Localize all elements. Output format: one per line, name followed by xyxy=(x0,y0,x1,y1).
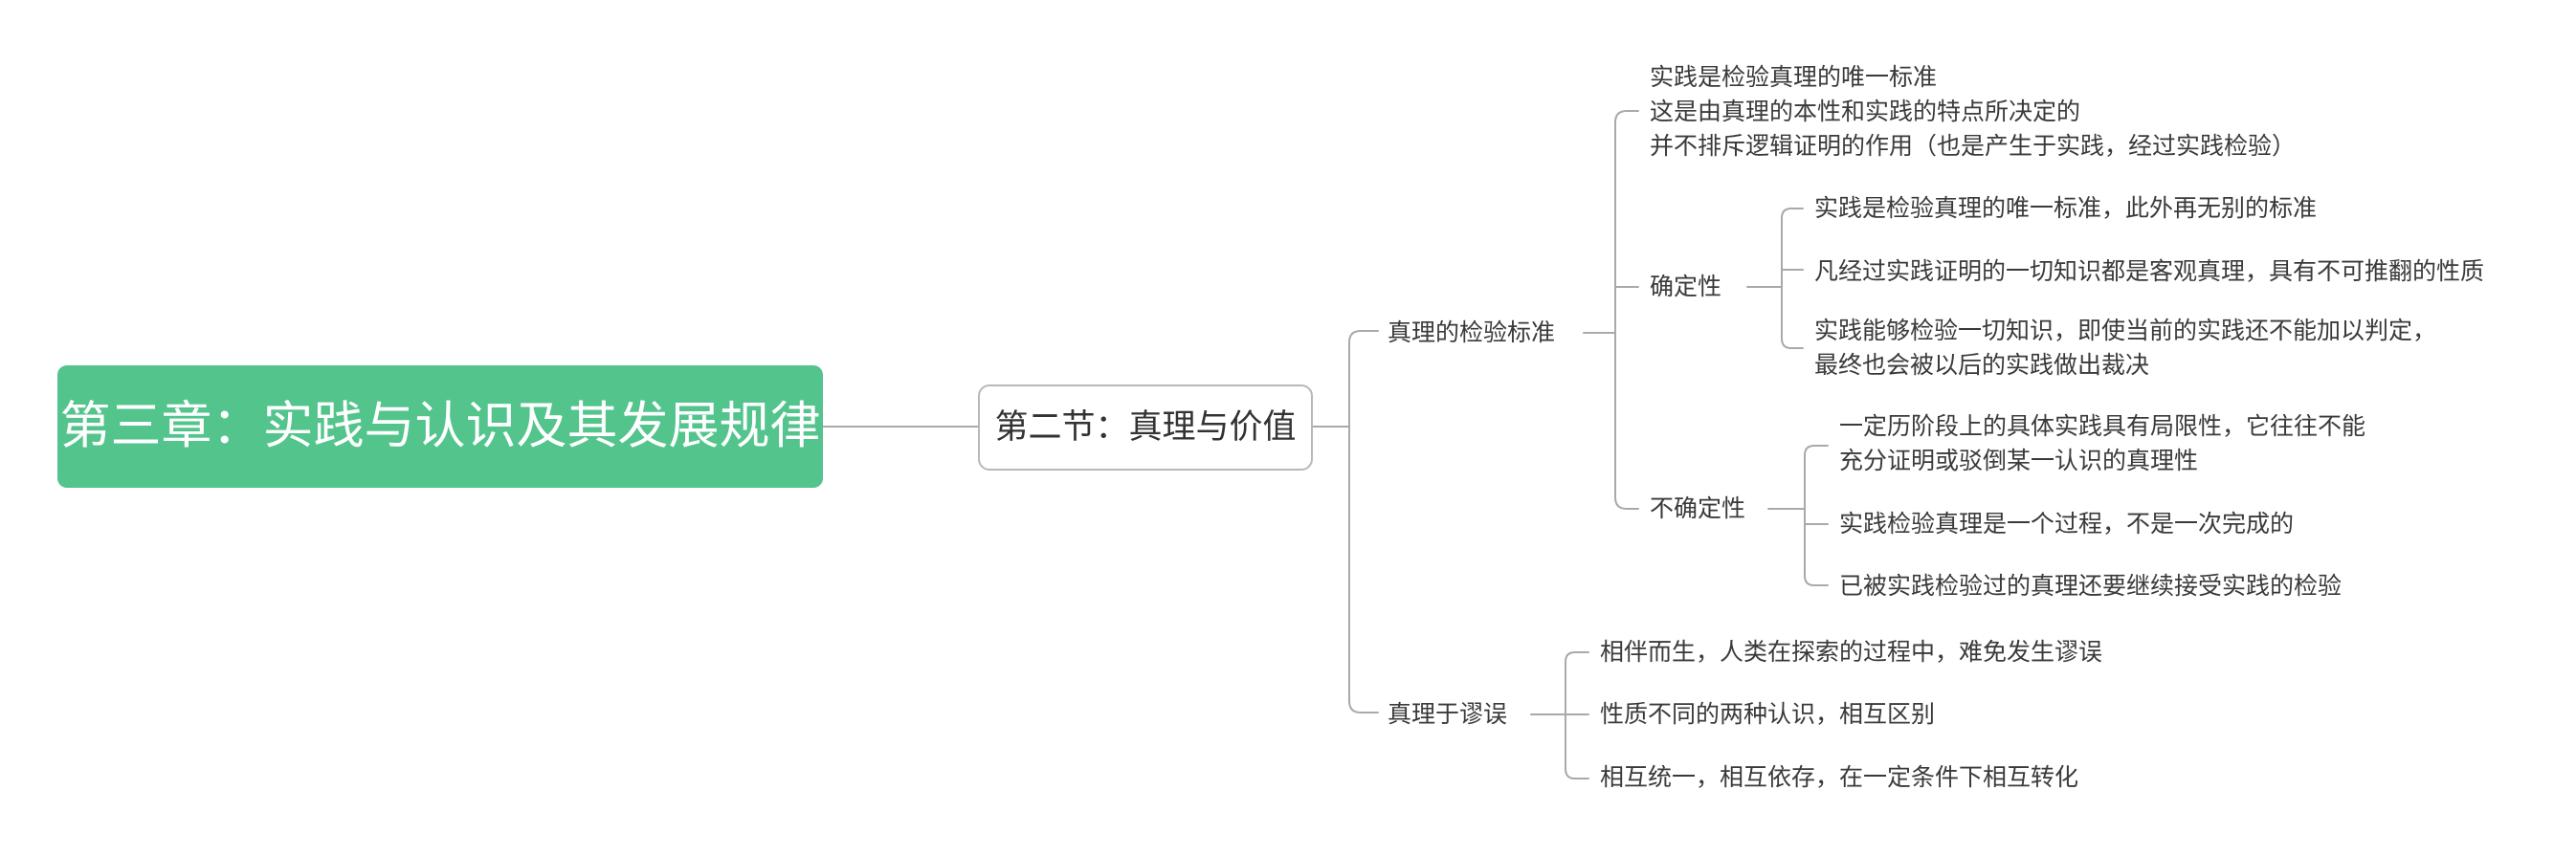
uncertainty-item[interactable]: 已被实践检验过的真理还要继续接受实践的检验 xyxy=(1839,572,2343,600)
certainty-item[interactable]: 实践能够检验一切知识，即使当前的实践还不能加以判定， xyxy=(1814,317,2437,344)
uncertainty-item[interactable]: 充分证明或驳倒某一认识的真理性 xyxy=(1839,447,2199,474)
fallacy-item[interactable]: 相伴而生，人类在探索的过程中，难免发生谬误 xyxy=(1600,638,2103,666)
fallacy-item[interactable]: 相互统一，相互依存，在一定条件下相互转化 xyxy=(1600,763,2079,791)
root-topic[interactable]: 第三章：实践与认识及其发展规律 xyxy=(57,365,823,488)
summary-line[interactable]: 这是由真理的本性和实践的特点所决定的 xyxy=(1650,98,2081,125)
section-topic[interactable]: 第二节：真理与价值 xyxy=(978,384,1313,471)
uncertainty-topic[interactable]: 不确定性 xyxy=(1650,494,1746,522)
certainty-item[interactable]: 实践是检验真理的唯一标准，此外再无别的标准 xyxy=(1814,194,2318,222)
summary-line[interactable]: 并不排斥逻辑证明的作用（也是产生于实践，经过实践检验） xyxy=(1650,132,2297,160)
fallacy-item[interactable]: 性质不同的两种认识，相互区别 xyxy=(1600,700,1936,728)
certainty-item[interactable]: 最终也会被以后的实践做出裁决 xyxy=(1814,351,2150,379)
certainty-topic[interactable]: 确定性 xyxy=(1650,273,1722,300)
uncertainty-item[interactable]: 一定历阶段上的具体实践具有局限性，它往往不能 xyxy=(1839,412,2366,440)
fallacy-topic[interactable]: 真理于谬误 xyxy=(1388,700,1508,728)
summary-line[interactable]: 实践是检验真理的唯一标准 xyxy=(1650,63,1938,91)
standard-topic[interactable]: 真理的检验标准 xyxy=(1388,318,1556,346)
uncertainty-item[interactable]: 实践检验真理是一个过程，不是一次完成的 xyxy=(1839,510,2295,538)
certainty-item[interactable]: 凡经过实践证明的一切知识都是客观真理，具有不可推翻的性质 xyxy=(1814,257,2485,285)
